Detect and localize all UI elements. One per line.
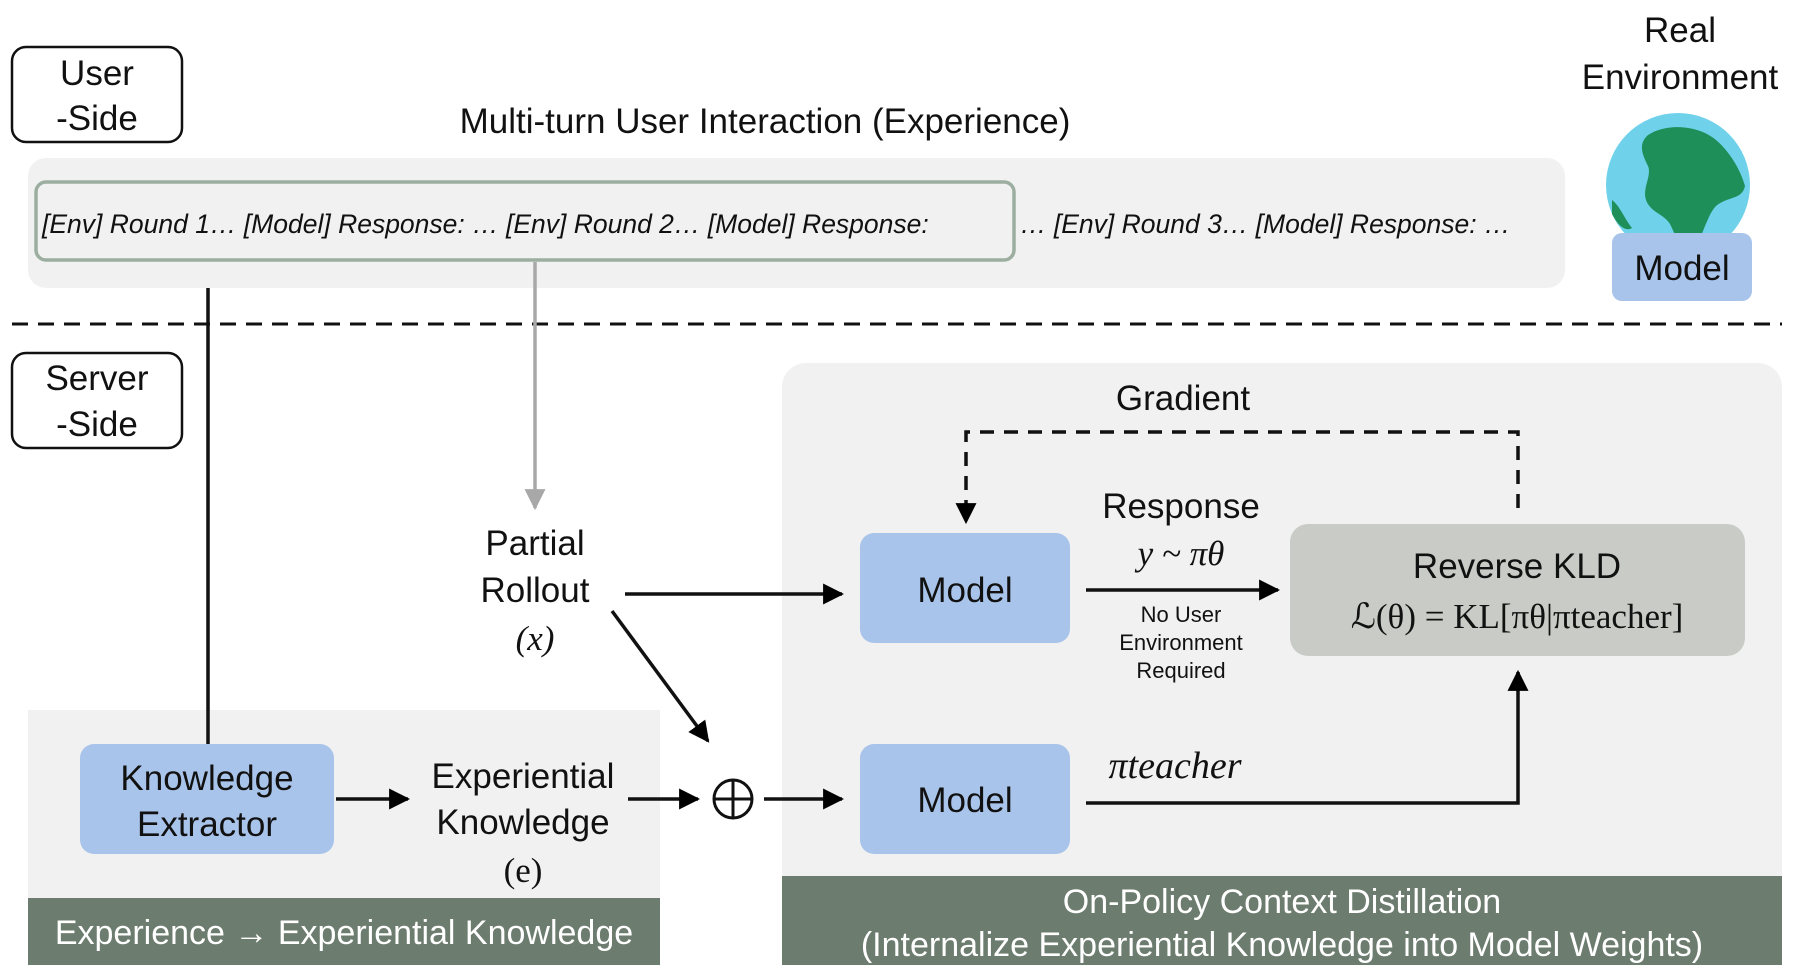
knowledge-extractor-box: Knowledge Extractor: [80, 744, 334, 854]
concat-symbol: [712, 778, 754, 820]
kld-title: Reverse KLD: [1413, 547, 1621, 586]
experiential-symbol: (e): [504, 851, 543, 890]
svg-text:Model: Model: [1634, 249, 1729, 288]
response-label: Response: [1102, 487, 1260, 526]
svg-text:Knowledge: Knowledge: [120, 759, 293, 798]
teacher-model-box: Model: [860, 744, 1070, 854]
student-model-box: Model: [860, 533, 1070, 643]
kld-formula: ℒ(θ) = KL[πθ|πteacher]: [1351, 597, 1684, 636]
no-env-line1: No User: [1141, 602, 1222, 627]
rounds-highlighted-text: [Env] Round 1… [Model] Response: … [Env]…: [41, 209, 929, 239]
distillation-footer-line2: (Internalize Experiential Knowledge into…: [861, 926, 1703, 964]
teacher-to-kld-arrow: [1086, 669, 1529, 805]
real-env-line2: Environment: [1582, 58, 1779, 97]
partial-rollout-line2: Rollout: [481, 571, 590, 610]
experience-footer-text: Experience → Experiential Knowledge: [55, 914, 633, 952]
globe-icon: [1606, 113, 1750, 258]
reverse-kld-box: Reverse KLD ℒ(θ) = KL[πθ|πteacher]: [1290, 524, 1745, 656]
rounds-rest-text: … [Env] Round 3… [Model] Response: …: [1020, 209, 1510, 239]
partial-rollout-symbol: (x): [516, 619, 555, 658]
experiential-line1: Experiential: [432, 757, 615, 796]
rollout-to-concat-arrow: [610, 609, 710, 743]
gradient-arrow: [955, 430, 1520, 525]
no-env-line2: Environment: [1119, 630, 1243, 655]
no-env-line3: Required: [1136, 658, 1225, 683]
experience-footer: [28, 898, 660, 965]
server-side-label: Server -Side: [10, 351, 184, 450]
svg-text:Model: Model: [917, 781, 1012, 820]
distillation-panel: [782, 363, 1782, 965]
partial-rollout-highlight: [34, 180, 1016, 262]
interaction-panel: [28, 158, 1565, 288]
env-model-box: Model: [1612, 233, 1752, 301]
server-side-line1: Server: [45, 359, 148, 398]
gradient-label: Gradient: [1116, 379, 1251, 418]
user-side-line2: -Side: [56, 99, 138, 138]
partial-rollout-line1: Partial: [485, 524, 584, 563]
interaction-title: Multi-turn User Interaction (Experience): [460, 102, 1071, 141]
svg-text:Extractor: Extractor: [137, 805, 277, 844]
experiential-line2: Knowledge: [436, 803, 609, 842]
user-side-label: User -Side: [10, 45, 184, 144]
svg-text:Model: Model: [917, 571, 1012, 610]
response-formula: y ~ πθ: [1135, 534, 1225, 573]
distillation-footer: [782, 876, 1782, 965]
distillation-footer-line1: On-Policy Context Distillation: [1063, 883, 1501, 921]
teacher-label: πteacher: [1109, 745, 1242, 787]
user-side-line1: User: [60, 54, 134, 93]
real-env-line1: Real: [1644, 11, 1716, 50]
server-side-line2: -Side: [56, 405, 138, 444]
